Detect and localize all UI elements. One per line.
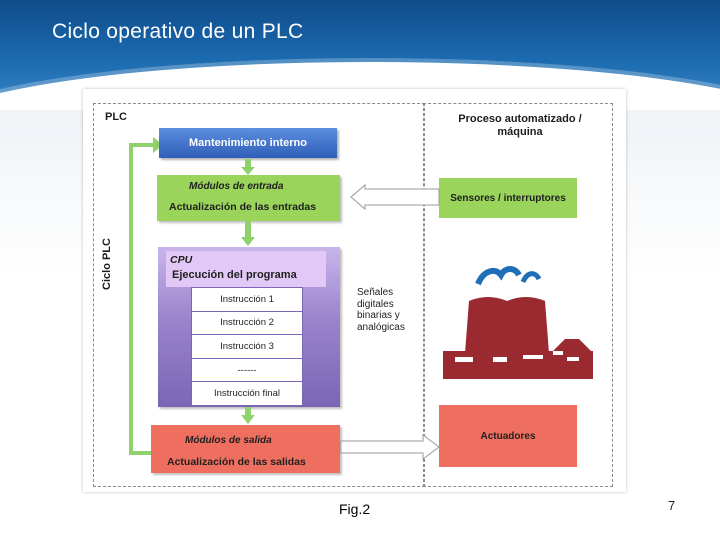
actuators-block: Actuadores: [439, 405, 577, 467]
down-arrow-input-to-cpu: [241, 221, 255, 246]
cycle-loop-line: [129, 143, 161, 455]
plc-label: PLC: [105, 111, 127, 123]
output-modules-block: Módulos de salida Actualización de las s…: [151, 425, 340, 473]
flow-arrows: [241, 159, 255, 424]
factory-plant-icon: [443, 266, 593, 379]
instruction-row: Instrucción 2: [192, 312, 302, 336]
instruction-row: Instrucción final: [213, 388, 280, 400]
cpu-block: CPU Ejecución del programa Instrucción 1…: [158, 247, 340, 407]
signals-label: Señales digitales binarias y analógicas: [357, 287, 405, 333]
instruction-row: Instrucción 1: [192, 288, 302, 312]
cpu-title: CPU: [170, 254, 193, 266]
instruction-row: ------: [192, 359, 302, 383]
sensors-to-inputs-arrow: [350, 183, 440, 211]
instruction-list: Instrucción 1 Instrucción 2 Instrucción …: [191, 287, 303, 406]
program-execution-label: Ejecución del programa: [172, 269, 297, 281]
down-arrow-cpu-to-output: [241, 407, 255, 424]
output-modules-title: Módulos de salida: [185, 435, 272, 446]
sensors-block: Sensores / interruptores: [439, 178, 577, 218]
slide-header: Ciclo operativo de un PLC: [0, 0, 720, 110]
plc-region: [93, 103, 425, 487]
input-modules-title: Módulos de entrada: [189, 181, 284, 192]
process-region: [423, 103, 613, 487]
process-label: Proceso automatizado / máquina: [458, 113, 582, 138]
input-update-label: Actualización de las entradas: [169, 201, 317, 213]
instruction-row: Instrucción 3: [192, 335, 302, 359]
slide-title: Ciclo operativo de un PLC: [52, 20, 304, 43]
plc-cycle-figure: PLC Proceso automatizado / máquina Ciclo…: [83, 89, 626, 492]
outputs-to-actuators-arrow: [340, 434, 440, 460]
maintenance-block: Mantenimiento interno: [159, 128, 337, 158]
input-modules-block: Módulos de entrada Actualización de las …: [157, 175, 340, 221]
output-update-label: Actualización de las salidas: [167, 456, 306, 468]
page-number: 7: [668, 498, 676, 513]
cycle-arrowhead: [153, 137, 163, 153]
down-arrow-maint-to-input: [241, 159, 255, 175]
cpu-header: CPU Ejecución del programa: [166, 251, 326, 287]
diagram-arrows-layer: [241, 159, 593, 460]
figure-caption: Fig.2: [339, 501, 371, 517]
